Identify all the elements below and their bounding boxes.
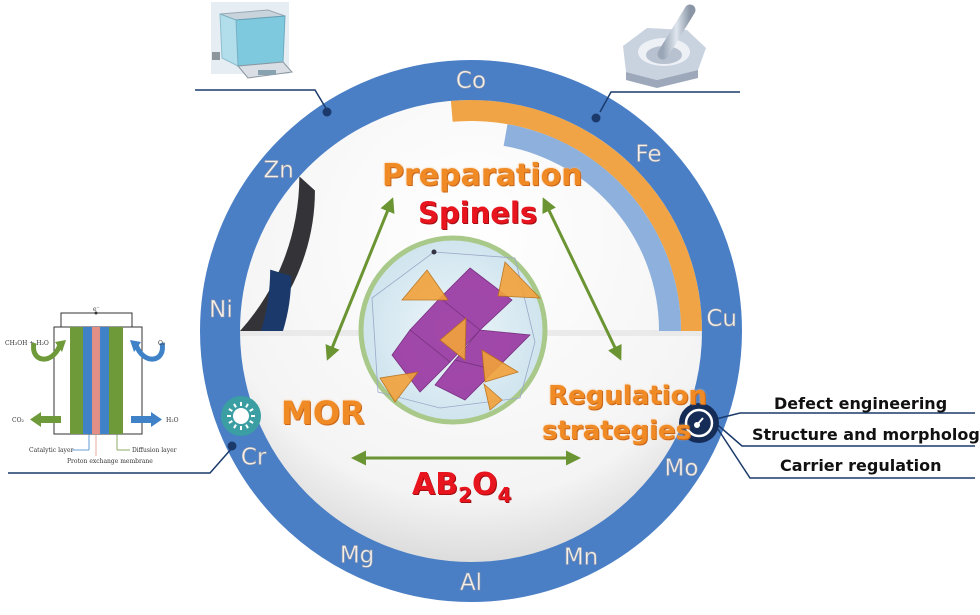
analytical-balance-icon [211,2,294,79]
cathode-input-label: O₂ [158,340,166,347]
mortar-dot [591,113,601,123]
arrow-mor-preparation [325,197,395,361]
element-label-mg: Mg [340,543,374,569]
strategy-defect-engineering: Defect engineering [774,394,948,413]
element-label-mn: Mn [564,545,598,571]
element-label-cu: Cu [706,306,737,332]
element-arcs [240,100,702,332]
regulation-label: Regulation [548,381,707,411]
fuel-cell-schematic: CH₃OH + H₂O O₂ CO₂ H₂O e⁻ Catalytic laye… [0,300,200,465]
element-label-ni: Ni [209,297,233,323]
sun-icon [221,396,261,436]
balance-connector [195,89,328,111]
element-label-cr: Cr [241,445,267,471]
zinc-arc [240,176,315,331]
strategies-label: strategies [542,416,691,446]
element-label-mo: Mo [665,456,699,482]
spinels-title: Spinels [418,196,538,230]
diffusion-layer-label: Diffusion layer [132,447,177,454]
electron-label: e⁻ [93,306,100,313]
fuel-cell-connector [8,447,233,474]
element-label-co: Co [456,68,486,94]
mortar-connector [599,91,740,113]
element-label-al: Al [460,570,482,596]
mor-label: MOR [281,394,365,432]
formula-sub-2: 2 [458,483,473,507]
arrow-regulation-preparation [542,197,622,361]
preparation-title: Preparation [382,158,583,193]
cathode-output-label: H₂O [166,417,179,424]
outer-ring [200,60,742,602]
gauge-icon [679,403,719,443]
catalytic-layer-label: Catalytic layer [29,447,73,454]
formula-ab2o4: AB2O4 [412,467,511,507]
element-label-zn: Zn [264,158,294,184]
mortar-pestle-icon [623,4,706,88]
cobalt-iron-arc [450,100,702,332]
fuel-cell-dot [227,441,237,451]
balance-dot [322,107,332,117]
nickel-arc [261,269,292,331]
formula-sub-4: 4 [497,483,512,507]
strategy-line-1 [711,412,975,421]
anode-output-label: CO₂ [12,417,25,424]
formula-ab: AB [412,467,459,502]
formula-o: O [472,467,498,502]
strategy-carrier-regulation: Carrier regulation [780,456,942,475]
copper-arc [503,124,681,331]
element-label-fe: Fe [635,142,661,168]
anode-input-label: CH₃OH + H₂O [5,340,49,347]
spinel-crystal-structure [358,235,548,425]
strategy-line-3 [711,419,975,479]
strategy-line-2 [711,419,975,447]
membrane-label: Proton exchange membrane [67,458,153,465]
strategy-structure-morphology: Structure and morphology [752,425,980,444]
